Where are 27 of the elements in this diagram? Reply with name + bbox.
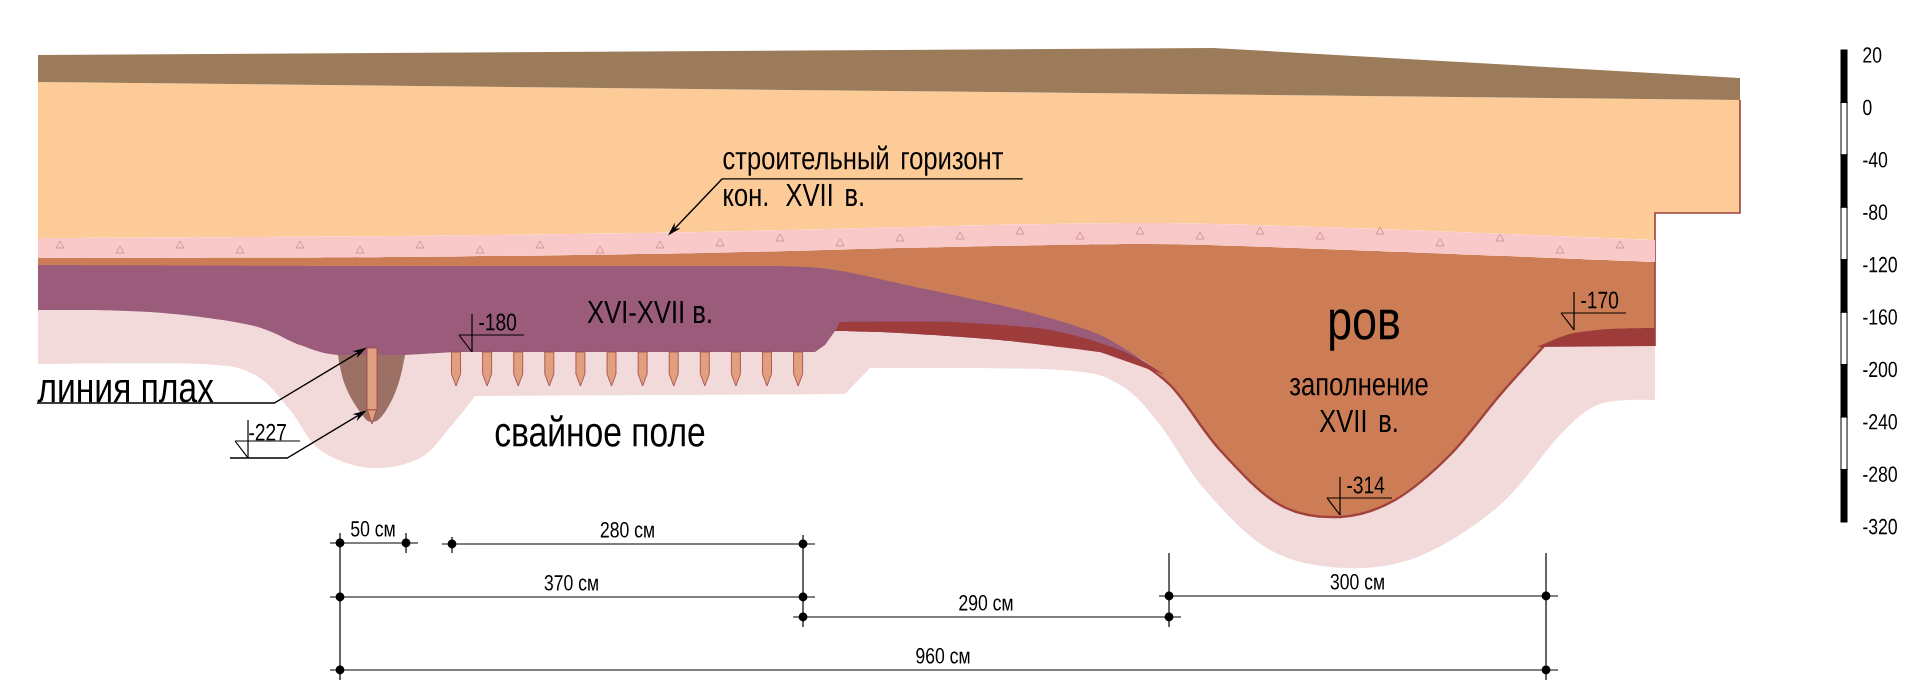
scale-label: 0 bbox=[1863, 99, 1872, 116]
dimension-label: 280 см bbox=[600, 522, 654, 538]
dimension-label: 370 см bbox=[544, 575, 598, 591]
scale-label: -80 bbox=[1863, 204, 1888, 220]
elevation-label: -314 bbox=[1347, 476, 1385, 494]
feature-label: свайное поле bbox=[495, 415, 705, 447]
leader-text: строительный горизонт кон. XVII в. bbox=[723, 145, 1003, 207]
scale-label: -240 bbox=[1863, 414, 1897, 430]
stake bbox=[366, 347, 378, 425]
scale-label: -160 bbox=[1863, 309, 1897, 325]
dimension-label: 290 см bbox=[959, 595, 1013, 611]
scale-label: -320 bbox=[1863, 518, 1897, 535]
leader-text: линия плах bbox=[37, 379, 214, 403]
scale-label: 20 bbox=[1863, 47, 1882, 63]
scale-label: -120 bbox=[1863, 256, 1897, 273]
scale-label: -200 bbox=[1863, 361, 1897, 378]
scale-label: -40 bbox=[1863, 152, 1888, 168]
elevation-label: -227 bbox=[249, 423, 286, 441]
dimension-label: 300 см bbox=[1330, 574, 1384, 590]
layer-label: XVI-XVII в. bbox=[587, 301, 711, 323]
elevation-label: -180 bbox=[479, 313, 517, 331]
horizon-layer bbox=[38, 222, 1655, 262]
layer-label: заполнение XVII в. bbox=[1289, 378, 1428, 432]
scale-label: -280 bbox=[1863, 466, 1897, 482]
dimension-label: 50 см bbox=[351, 521, 395, 537]
dimension-label: 960 см bbox=[916, 648, 970, 664]
elevation-label: -170 bbox=[1581, 291, 1619, 309]
